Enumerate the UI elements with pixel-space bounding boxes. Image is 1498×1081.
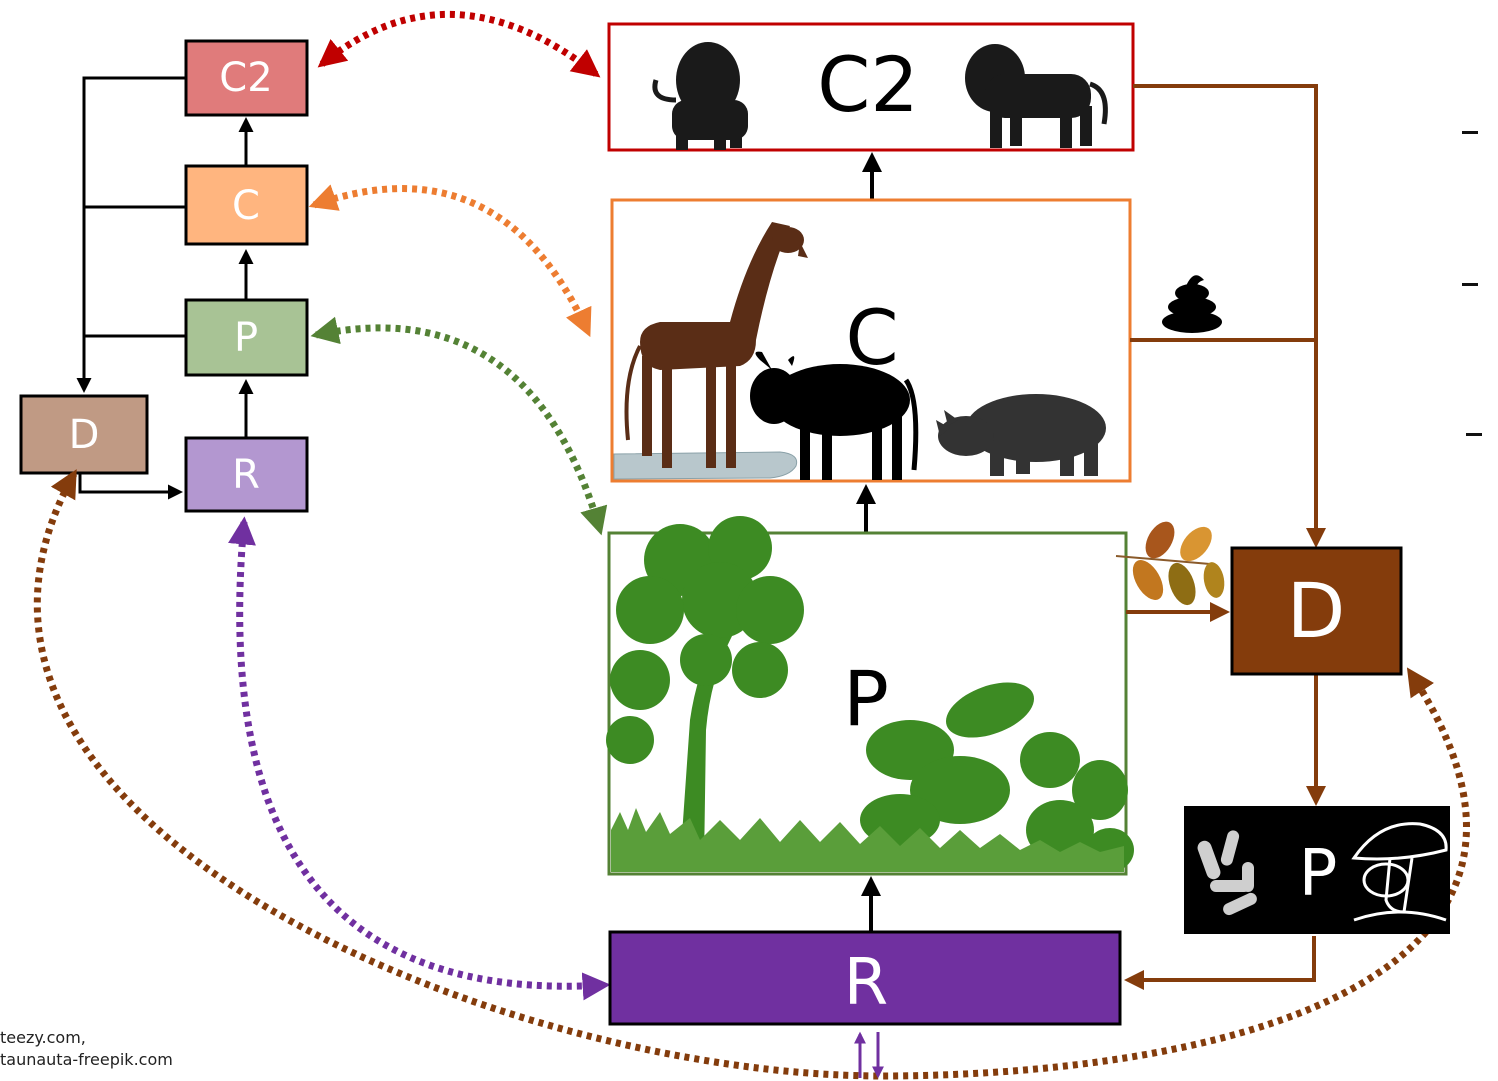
bacteria-icon [1197,830,1257,916]
small-label-c2: C2 [219,55,272,101]
credit-line-1: teezy.com, [0,1028,86,1047]
detailed-c2: C2 [607,22,1135,152]
mushroom-icon [1351,822,1448,922]
image-credits: teezy.com, taunauta-freepik.com [0,1027,173,1071]
poop-icon [1162,275,1222,333]
decomposer-p-label: P [1299,837,1338,911]
small-box-c2 [184,39,309,117]
small-label-d: D [69,412,100,458]
lion-icon-2 [965,44,1108,148]
d-label: D [1287,566,1346,655]
dead-leaves-icon [1115,521,1225,606]
p-label: P [843,654,889,743]
detailed-r: R [608,930,1122,1026]
small-label-r: R [232,452,260,498]
small-box-d [19,394,149,475]
d-box [1230,546,1403,676]
small-box-c [184,164,309,246]
small-label-c: C [232,183,260,229]
giraffe-icon [624,222,808,468]
detailed-c: C [610,198,1132,483]
detailed-p: P [606,516,1134,876]
small-label-p: P [234,315,258,361]
dotted-arrow-r [228,516,611,1001]
credit-line-2: taunauta-freepik.com [0,1050,173,1069]
r-box [608,930,1122,1026]
lion-icon [652,42,748,150]
water-shape [613,451,798,480]
bullet-dash-2 [1462,283,1478,286]
flow-decomposers-to-r [1124,936,1316,990]
small-chain: C2 C P D R [19,39,309,513]
rhino-icon [936,394,1106,476]
flow-c2-to-d [1133,84,1326,548]
bullet-dash-1 [1462,131,1478,134]
detailed-d: D [1230,546,1403,676]
dotted-arrow-c2 [317,10,601,78]
grass-icon [611,808,1124,872]
bullet-dash-3 [1466,433,1482,436]
c2-label: C2 [817,40,918,129]
arrow-d-to-r [78,473,183,500]
detritus-flows [1124,84,1326,990]
arrow-to-d [76,76,186,393]
small-box-p [184,298,309,377]
tree-icon [606,516,804,864]
r-label: R [844,946,888,1020]
c-label: C [845,293,898,382]
wildebeest-icon [750,351,919,480]
decomposer-box: P [1184,806,1450,934]
dotted-arrow-c [308,184,592,338]
dotted-arrow-p [310,316,608,536]
